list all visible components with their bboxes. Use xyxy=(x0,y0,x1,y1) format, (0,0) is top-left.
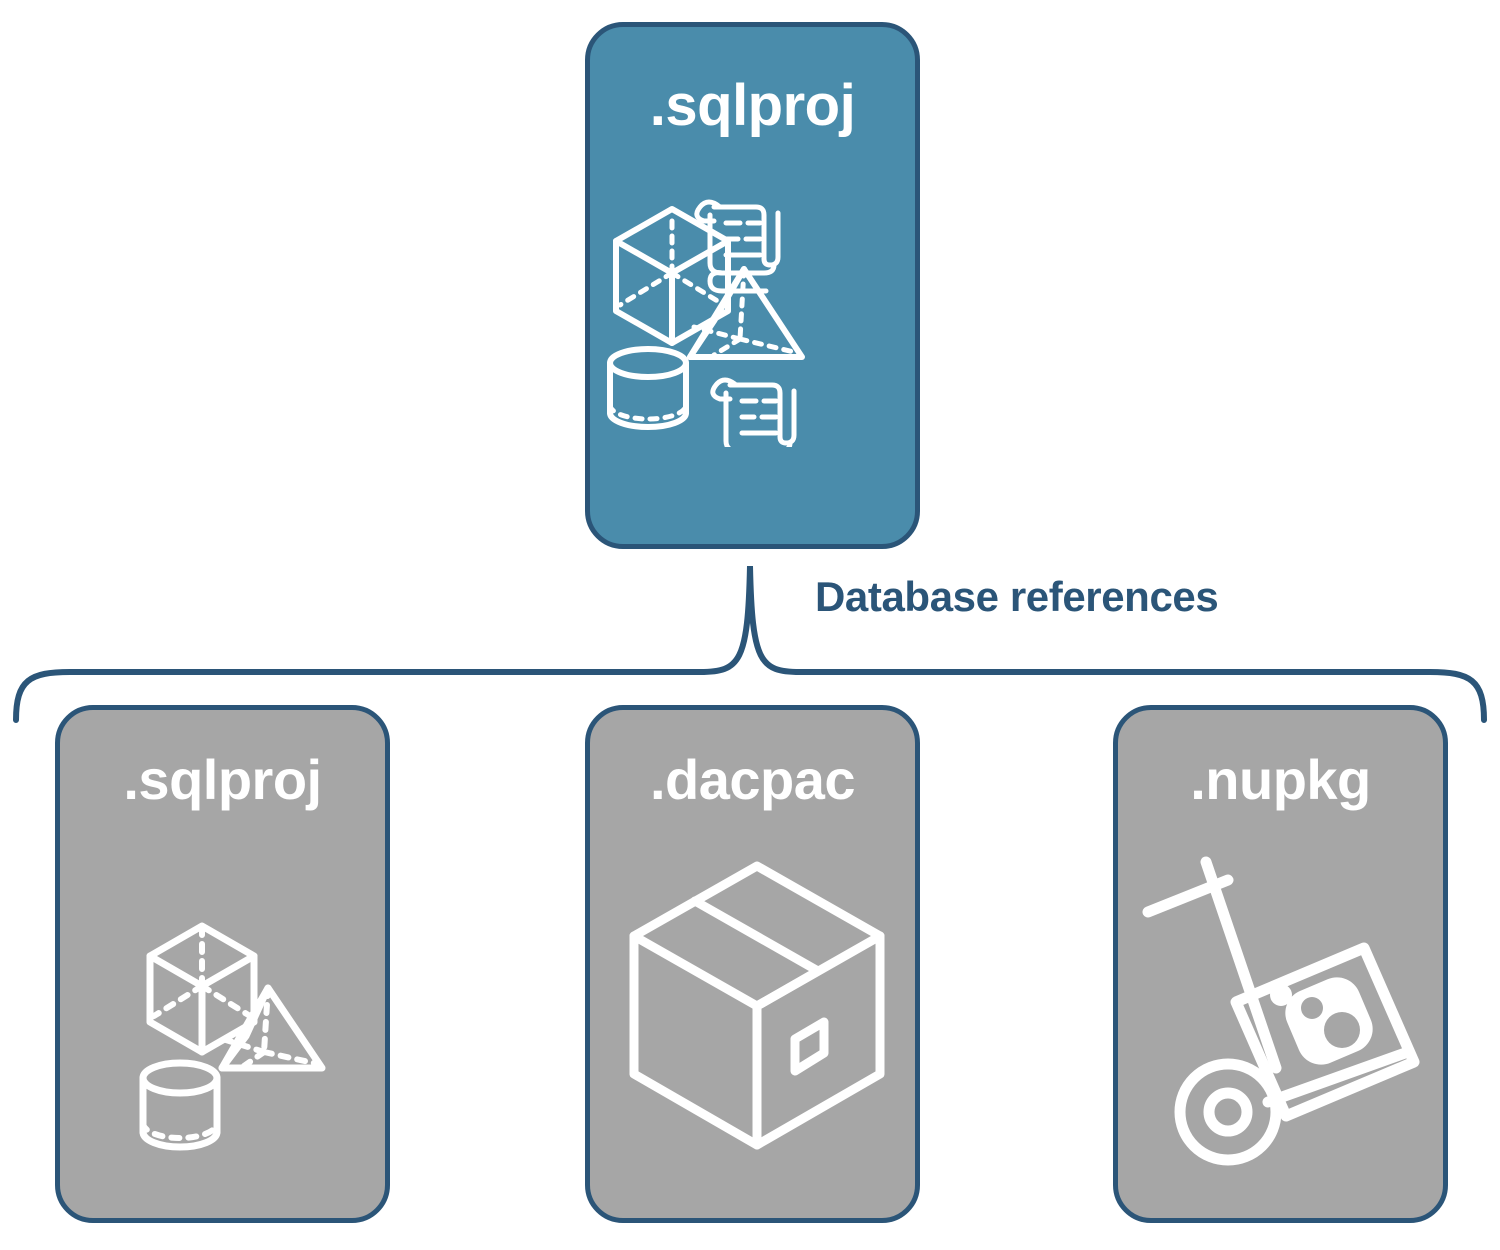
icon-group-sqlproj-root xyxy=(590,177,915,447)
pyramid-wireframe-icon xyxy=(687,266,805,360)
cube-wireframe-icon xyxy=(613,206,731,346)
nuget-logo-icon xyxy=(1270,984,1292,1006)
script-scroll-icon xyxy=(694,199,781,294)
icon-group-nupkg xyxy=(1118,840,1443,1170)
card-title-dacpac: .dacpac xyxy=(649,748,856,811)
card-title-sqlproj-reference: .sqlproj xyxy=(123,748,322,811)
card-sqlproj-root[interactable]: .sqlproj xyxy=(585,22,920,549)
cylinder-wireframe-icon xyxy=(607,346,689,430)
card-title-sqlproj-root: .sqlproj xyxy=(649,73,856,138)
card-dacpac[interactable]: .dacpac xyxy=(585,705,920,1223)
card-nupkg[interactable]: .nupkg xyxy=(1113,705,1448,1223)
shipping-box-icon xyxy=(629,861,885,1150)
script-scroll-icon xyxy=(710,377,797,447)
cylinder-wireframe-icon xyxy=(139,1059,221,1151)
icon-group-sqlproj-reference xyxy=(60,840,385,1170)
hand-truck-package-icon xyxy=(1142,856,1420,1166)
nuget-logo-icon xyxy=(1301,997,1360,1048)
pyramid-wireframe-icon xyxy=(218,984,326,1072)
card-sqlproj-reference[interactable]: .sqlproj xyxy=(55,705,390,1223)
card-title-nupkg: .nupkg xyxy=(1190,748,1371,811)
bracket-label-database-references: Database references xyxy=(815,573,1219,620)
icon-group-dacpac xyxy=(590,840,915,1170)
